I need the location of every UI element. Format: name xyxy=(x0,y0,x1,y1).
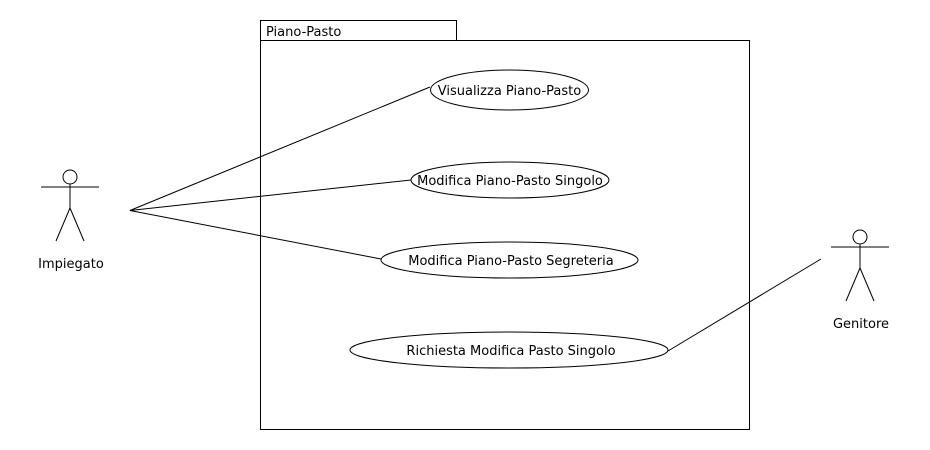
use-case-label: Visualizza Piano-Pasto xyxy=(438,84,582,99)
use-case-label: Modifica Piano-Pasto Segreteria xyxy=(408,254,613,269)
association-impiegato-modifica-singolo xyxy=(129,179,412,211)
use-case-modifica-piano-pasto-segreteria[interactable]: Modifica Piano-Pasto Segreteria xyxy=(380,241,639,279)
association-impiegato-modifica-segreteria xyxy=(129,210,382,260)
actor-right-leg xyxy=(859,267,875,302)
actor-left-leg xyxy=(55,207,71,242)
actor-head xyxy=(62,169,78,185)
use-case-label: Richiesta Modifica Pasto Singolo xyxy=(406,344,615,359)
package-title: Piano-Pasto xyxy=(266,25,341,40)
use-case-visualizza-piano-pasto[interactable]: Visualizza Piano-Pasto xyxy=(430,69,589,111)
use-case-label: Modifica Piano-Pasto Singolo xyxy=(417,174,603,189)
use-case-ellipse xyxy=(430,69,589,111)
association-impiegato-visualizza xyxy=(129,86,431,211)
use-case-ellipse xyxy=(410,161,610,199)
actor-left-leg xyxy=(845,267,861,302)
use-case-richiesta-modifica-pasto-singolo[interactable]: Richiesta Modifica Pasto Singolo xyxy=(349,331,669,369)
association-genitore-richiesta xyxy=(667,258,822,352)
actor-right-leg xyxy=(69,207,85,242)
actor-name: Genitore xyxy=(833,317,889,332)
actor-head xyxy=(852,229,868,245)
actor-impiegato[interactable]: Impiegato xyxy=(38,169,104,272)
actor-genitore[interactable]: Genitore xyxy=(831,229,889,332)
use-case-modifica-piano-pasto-singolo[interactable]: Modifica Piano-Pasto Singolo xyxy=(410,161,610,199)
actor-name: Impiegato xyxy=(38,257,104,272)
use-case-ellipse xyxy=(349,331,669,369)
use-case-ellipse xyxy=(380,241,639,279)
associations xyxy=(129,86,822,352)
